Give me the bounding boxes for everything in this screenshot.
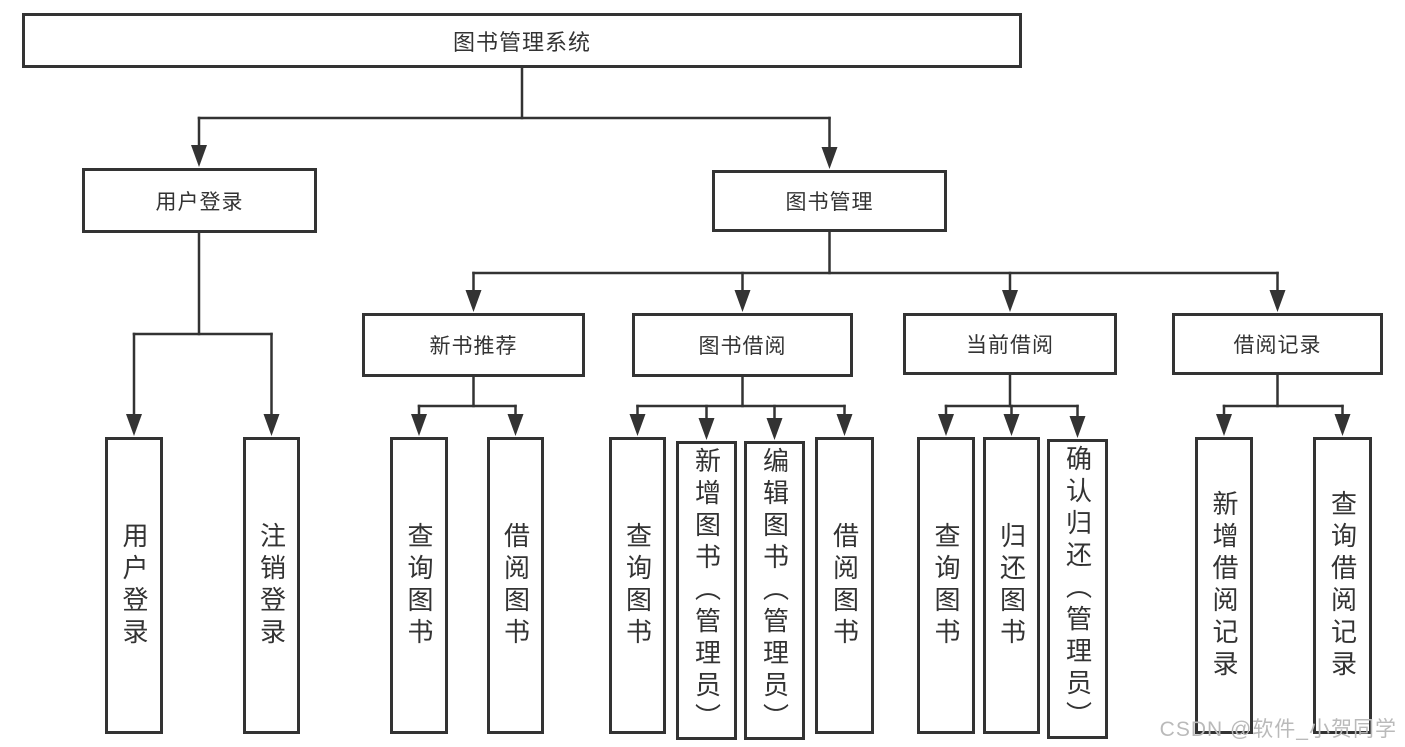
- connector-root-to-level2: [191, 66, 838, 169]
- leaf-return-books-label: 归还图书: [996, 521, 1027, 650]
- leaf-query-books-3-label: 查询图书: [931, 521, 961, 650]
- leaf-query-books-2: 查询图书: [609, 437, 666, 734]
- leaf-add-book-admin: 新增图书（管理员）: [676, 441, 737, 740]
- leaf-add-borrow-record: 新增借阅记录: [1195, 437, 1253, 734]
- leaf-user-login: 用户登录: [105, 437, 163, 734]
- connector-borrow-records-children: [1216, 373, 1351, 436]
- node-root-system: 图书管理系统: [22, 13, 1022, 68]
- leaf-query-books-2-label: 查询图书: [622, 521, 653, 650]
- node-new-book-recommend-label: 新书推荐: [429, 335, 518, 358]
- node-book-borrow: 图书借阅: [632, 313, 853, 377]
- node-borrow-records: 借阅记录: [1172, 313, 1383, 375]
- connector-new-book-children: [411, 375, 524, 436]
- node-current-borrow: 当前借阅: [903, 313, 1117, 375]
- leaf-borrow-books-1-label: 借阅图书: [500, 521, 531, 650]
- node-new-book-recommend: 新书推荐: [362, 313, 585, 377]
- node-book-mgmt-label: 图书管理: [785, 191, 874, 214]
- leaf-return-books: 归还图书: [983, 437, 1040, 734]
- connector-book-mgmt-children: [465, 230, 1286, 312]
- node-root-label: 图书管理系统: [452, 29, 591, 55]
- connector-user-login-children: [126, 231, 280, 436]
- node-book-mgmt: 图书管理: [712, 170, 947, 232]
- connector-current-borrow-children: [938, 373, 1086, 438]
- leaf-query-books-1-label: 查询图书: [404, 521, 434, 650]
- leaf-user-login-label: 用户登录: [119, 521, 149, 650]
- node-user-login-label: 用户登录: [155, 190, 244, 214]
- node-current-borrow-label: 当前借阅: [966, 334, 1054, 357]
- leaf-query-books-3: 查询图书: [917, 437, 975, 734]
- leaf-edit-book-admin-label: 编辑图书（管理员）: [759, 446, 790, 735]
- leaf-logout: 注销登录: [243, 437, 300, 734]
- csdn-watermark: CSDN @软件_小贺同学: [1159, 718, 1397, 741]
- leaf-logout-label: 注销登录: [256, 521, 287, 650]
- node-book-borrow-label: 图书借阅: [698, 335, 787, 358]
- leaf-query-books-1: 查询图书: [390, 437, 448, 734]
- leaf-query-borrow-record-label: 查询借阅记录: [1327, 489, 1358, 682]
- leaf-borrow-books-2: 借阅图书: [815, 437, 874, 734]
- leaf-borrow-books-1: 借阅图书: [487, 437, 544, 734]
- leaf-add-borrow-record-label: 新增借阅记录: [1209, 489, 1239, 682]
- leaf-confirm-return-admin: 确认归还（管理员）: [1047, 439, 1108, 739]
- node-borrow-records-label: 借阅记录: [1233, 334, 1322, 357]
- leaf-query-borrow-record: 查询借阅记录: [1313, 437, 1372, 734]
- node-user-login: 用户登录: [82, 168, 317, 233]
- leaf-borrow-books-2-label: 借阅图书: [829, 521, 860, 650]
- leaf-add-book-admin-label: 新增图书（管理员）: [691, 446, 722, 735]
- leaf-edit-book-admin: 编辑图书（管理员）: [744, 441, 805, 740]
- leaf-confirm-return-admin-label: 确认归还（管理员）: [1062, 445, 1093, 733]
- connector-book-borrow-children: [629, 375, 853, 440]
